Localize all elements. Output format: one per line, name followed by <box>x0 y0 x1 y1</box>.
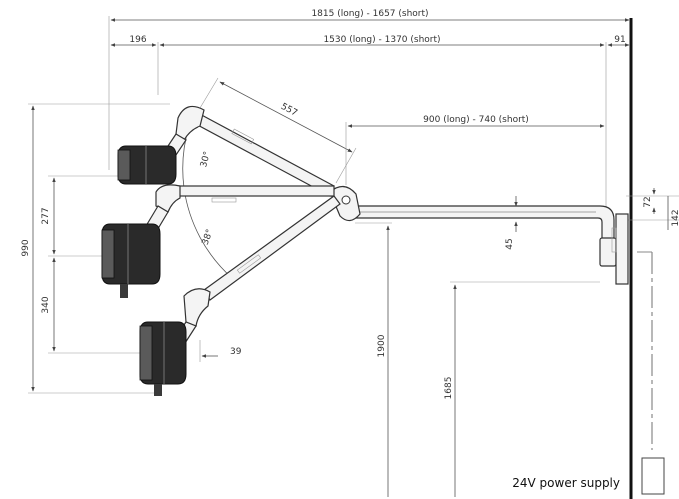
label-bracket-142: 142 <box>671 209 679 226</box>
label-mount-height-2: 1685 <box>444 377 454 400</box>
label-mount-height-1: 1900 <box>377 334 387 357</box>
dimension-mount-height-1: 1900 <box>355 222 392 497</box>
label-arm-segment: 557 <box>279 102 299 119</box>
label-wall-offset: 91 <box>614 35 625 45</box>
label-height-total: 990 <box>21 239 31 256</box>
label-height-lower: 340 <box>41 296 51 313</box>
dimension-height-total: 990 <box>21 103 170 394</box>
dimension-arm-thickness: 45 <box>505 196 518 250</box>
dimension-bracket: 72 142 <box>626 188 679 230</box>
label-horizontal-arm: 900 (long) - 740 (short) <box>423 115 529 125</box>
dimension-arm-span: 1530 (long) - 1370 (short) <box>159 35 607 210</box>
label-arm-span: 1530 (long) - 1370 (short) <box>323 35 440 45</box>
horizontal-arm <box>351 205 629 285</box>
label-angle-top: 30° <box>199 150 213 168</box>
label-angle-bottom: 38° <box>201 228 216 246</box>
label-head-offset: 196 <box>129 35 146 45</box>
label-arm-thickness: 45 <box>505 238 515 249</box>
lower-arm <box>167 195 341 355</box>
label-height-upper: 277 <box>41 207 51 224</box>
dimension-wall-offset: 91 <box>607 35 630 47</box>
light-head-top <box>117 145 177 185</box>
label-total-width: 1815 (long) - 1657 (short) <box>311 9 428 19</box>
power-cable <box>637 251 653 450</box>
label-bracket-72: 72 <box>643 196 653 207</box>
dimension-head-offset: 196 <box>110 35 159 95</box>
middle-arm <box>139 184 335 243</box>
dimension-horizontal-arm: 900 (long) - 740 (short) <box>345 115 605 185</box>
label-head-depth: 39 <box>230 347 242 357</box>
light-head-bottom <box>139 321 187 396</box>
dimension-mount-height-2: 1685 <box>444 281 600 497</box>
power-supply-box <box>641 457 665 495</box>
light-head-middle <box>101 223 161 298</box>
pivot-joint <box>329 185 361 222</box>
dimension-total-width: 1815 (long) - 1657 (short) <box>108 9 630 170</box>
label-power-supply: 24V power supply <box>512 476 620 490</box>
upper-arm <box>159 105 335 197</box>
